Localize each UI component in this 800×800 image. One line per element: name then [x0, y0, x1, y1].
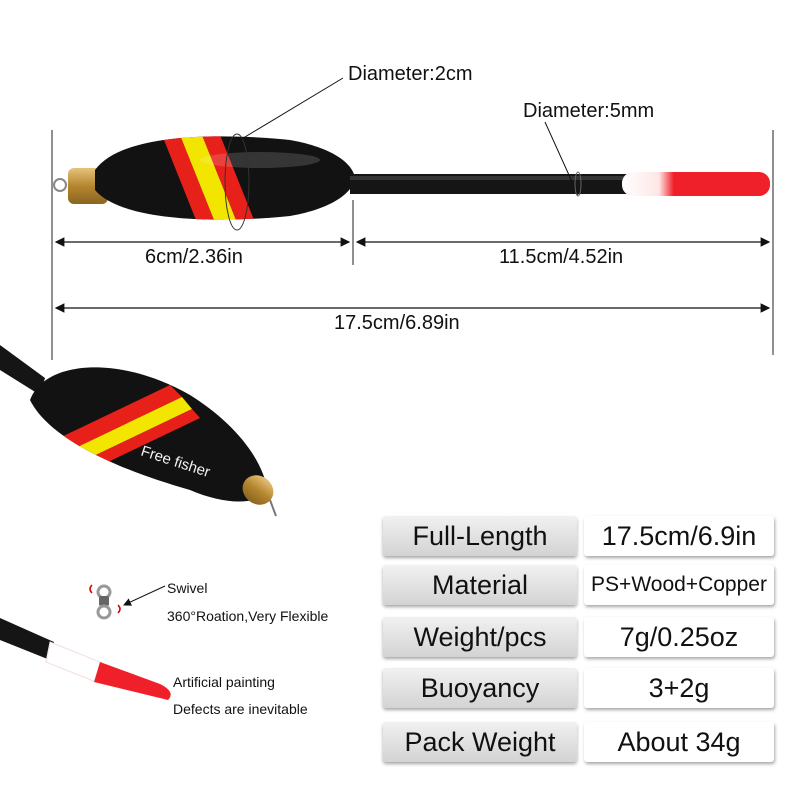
spec-label-material: Material — [383, 565, 577, 605]
spec-value-pack-weight: About 34g — [584, 722, 774, 762]
float-closeup: Free fisher — [0, 345, 277, 517]
closeup-tip — [0, 618, 171, 700]
swivel-pointer — [123, 585, 166, 606]
diameter-ring-icon — [224, 133, 250, 231]
spec-label-buoyancy: Buoyancy — [383, 668, 577, 708]
float-tip-icon — [622, 172, 770, 196]
swivel-icon — [89, 584, 121, 620]
swivel-title: Swivel — [167, 580, 208, 596]
stem-diameter-leader-line — [544, 121, 579, 196]
closeup-stem-icon — [0, 345, 45, 395]
stem-diameter-label: Diameter:5mm — [523, 100, 655, 122]
spec-label-weight: Weight/pcs — [383, 617, 577, 657]
float-top — [53, 77, 770, 231]
spec-value-full-length: 17.5cm/6.9in — [584, 516, 774, 556]
guide-lines — [51, 130, 774, 360]
body-diameter-label: Diameter:2cm — [348, 63, 473, 85]
spec-value-buoyancy: 3+2g — [584, 668, 774, 708]
eyelet-icon — [53, 178, 67, 192]
closeup-wire-icon — [269, 499, 277, 517]
diameter-leader-line — [239, 77, 344, 141]
painting-title: Artificial painting — [173, 674, 275, 690]
total-length-label: 17.5cm/6.89in — [334, 312, 460, 334]
painting-desc: Defects are inevitable — [173, 701, 308, 717]
closeup-tip-icon — [94, 662, 171, 700]
swivel-desc: 360°Roation,Very Flexible — [167, 608, 329, 624]
spec-value-weight: 7g/0.25oz — [584, 617, 774, 657]
spec-value-material: PS+Wood+Copper — [584, 565, 774, 605]
stem-length-label: 11.5cm/4.52in — [499, 246, 624, 268]
body-length-label: 6cm/2.36in — [145, 246, 243, 268]
spec-label-full-length: Full-Length — [383, 516, 577, 556]
spec-label-pack-weight: Pack Weight — [383, 722, 577, 762]
closeup-brass-cap-icon — [242, 475, 274, 505]
